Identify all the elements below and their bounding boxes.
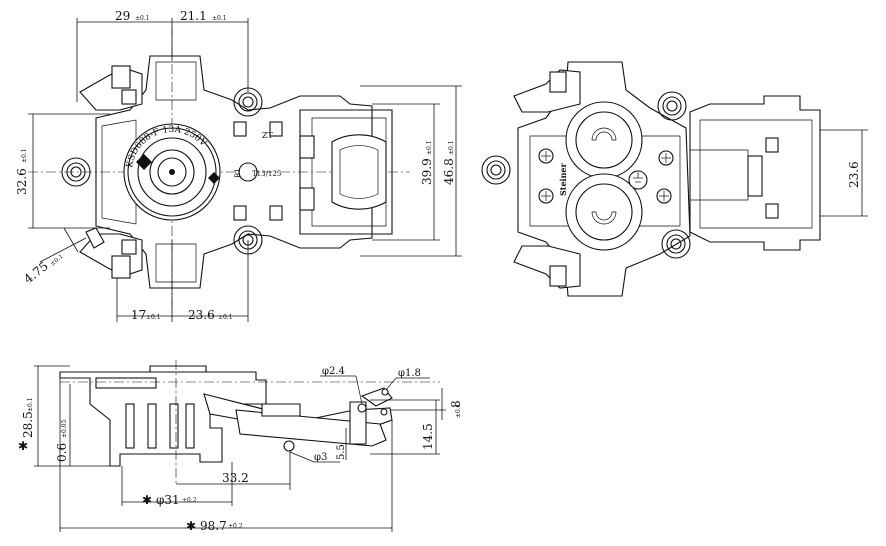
dim-06-tol: ±0.05	[61, 419, 68, 438]
screw-icon	[538, 188, 554, 204]
mount-hole-bottom-right	[233, 225, 263, 255]
dim-bottom-right-tol: ±0.1	[218, 314, 233, 321]
dim-31: φ31	[156, 493, 180, 507]
dim-285: 28.5	[21, 411, 35, 438]
dim-right-outer-tol: ±0.1	[448, 140, 455, 155]
dim-33-2: 33.2	[222, 471, 249, 485]
dim-06: 0.6	[55, 443, 69, 462]
dim-angle: 4.75	[21, 259, 51, 286]
dim-bottom-left: 17	[131, 308, 146, 322]
dim-8: 8	[449, 400, 463, 408]
ground-symbol-icon	[628, 170, 648, 190]
dim-987: 98.7	[200, 519, 227, 533]
dim-14-5: 14.5	[421, 423, 435, 450]
dim-bottom-left-tol: ±0.1	[146, 314, 161, 321]
dim-left-height: 32.6	[15, 168, 29, 195]
dim-top-right: 21.1	[180, 9, 207, 23]
dim-31-star: ✱	[142, 493, 152, 507]
dim-285-star: ✱	[18, 439, 28, 453]
dim-31-tol: ±0.2	[182, 497, 197, 504]
screw-icon	[658, 150, 674, 166]
mount-hole-top-right	[233, 87, 263, 117]
dim-5-5: 5.5	[336, 444, 347, 460]
dim-987-star: ✱	[186, 519, 196, 533]
right-view: 23.6 Steiner	[481, 61, 868, 297]
callout-phi24: φ2.4	[322, 366, 345, 377]
dim-angle-tol: ±0.1	[49, 253, 65, 267]
dim-8-tol: ±0.1	[455, 403, 462, 418]
callout-phi3: φ3	[314, 452, 327, 463]
label-t: T13/125	[252, 170, 281, 178]
dim-right: 23.6	[847, 161, 861, 188]
dim-285-tol: ±0.1	[27, 397, 34, 412]
label-zt: ZT	[262, 131, 274, 140]
mount-hole-left	[61, 157, 91, 187]
dim-right-inner: 39.9	[420, 158, 434, 185]
dim-left-height-tol: ±0.1	[21, 148, 28, 163]
dim-bottom-right: 23.6	[188, 308, 215, 322]
thermostat-disc	[123, 123, 221, 221]
label-tr: R1	[234, 168, 242, 178]
brand-label: Steiner	[558, 162, 568, 196]
callout-phi18: φ1.8	[398, 368, 421, 379]
dim-top-right-tol: ±0.1	[212, 15, 227, 22]
side-view: ✱ 28.5 ±0.1 0.6 ±0.05 φ2.4 φ1.8	[18, 360, 463, 533]
dim-top-left: 29	[115, 9, 130, 23]
screw-icon	[538, 148, 554, 164]
dim-top-left-tol: ±0.1	[135, 15, 150, 22]
top-view: 29 ±0.1 21.1 ±0.1 32.6 ±0.1 39.9 ±0.1 46…	[15, 9, 462, 322]
dim-right-inner-tol: ±0.1	[426, 140, 433, 155]
screw-icon	[656, 188, 672, 204]
dim-right-outer: 46.8	[442, 158, 456, 185]
dim-987-tol: ±0.2	[228, 523, 243, 530]
